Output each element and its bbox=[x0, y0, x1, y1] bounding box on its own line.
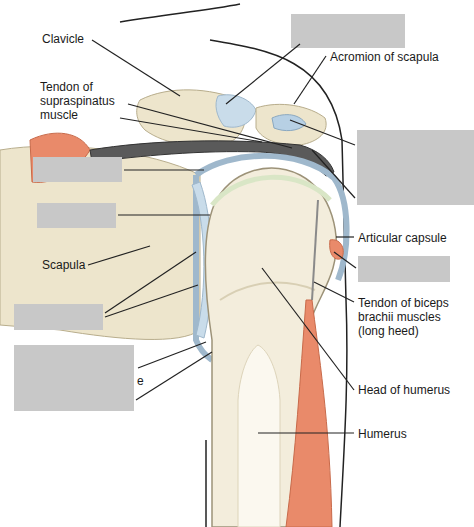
hidden-label-box bbox=[291, 14, 405, 48]
hidden-label-box bbox=[33, 157, 122, 182]
acromion-bone bbox=[256, 104, 326, 145]
body-outline bbox=[205, 440, 207, 527]
biceps-muscle bbox=[286, 300, 332, 527]
part-label: e bbox=[137, 374, 144, 388]
biceps-tendon bbox=[312, 200, 318, 300]
part-label: Tendon of biceps brachii muscles (long h… bbox=[358, 296, 468, 338]
hidden-label-box bbox=[14, 345, 134, 411]
articular-disc bbox=[216, 95, 256, 127]
bursa bbox=[272, 115, 306, 131]
part-label: Tendon of supraspinatus muscle bbox=[40, 80, 132, 122]
part-label: Articular capsule bbox=[358, 231, 447, 245]
hidden-label-box bbox=[358, 256, 450, 282]
leader-lines bbox=[88, 40, 356, 433]
epiphyseal-line bbox=[220, 283, 315, 300]
part-label: Scapula bbox=[42, 258, 85, 272]
part-label: Humerus bbox=[358, 427, 407, 441]
part-label: Head of humerus bbox=[358, 383, 450, 397]
part-label: Acromion of scapula bbox=[330, 50, 439, 64]
medullary-cavity bbox=[238, 345, 280, 527]
hidden-label-box bbox=[37, 203, 116, 228]
body-outline bbox=[120, 4, 240, 22]
articular-cartilage bbox=[212, 177, 330, 205]
part-label: Clavicle bbox=[42, 32, 84, 46]
hidden-label-box bbox=[14, 304, 103, 330]
humerus-bone bbox=[205, 168, 336, 527]
hidden-label-box bbox=[357, 130, 474, 205]
bursa bbox=[330, 240, 344, 259]
scapula-bone bbox=[0, 146, 200, 339]
